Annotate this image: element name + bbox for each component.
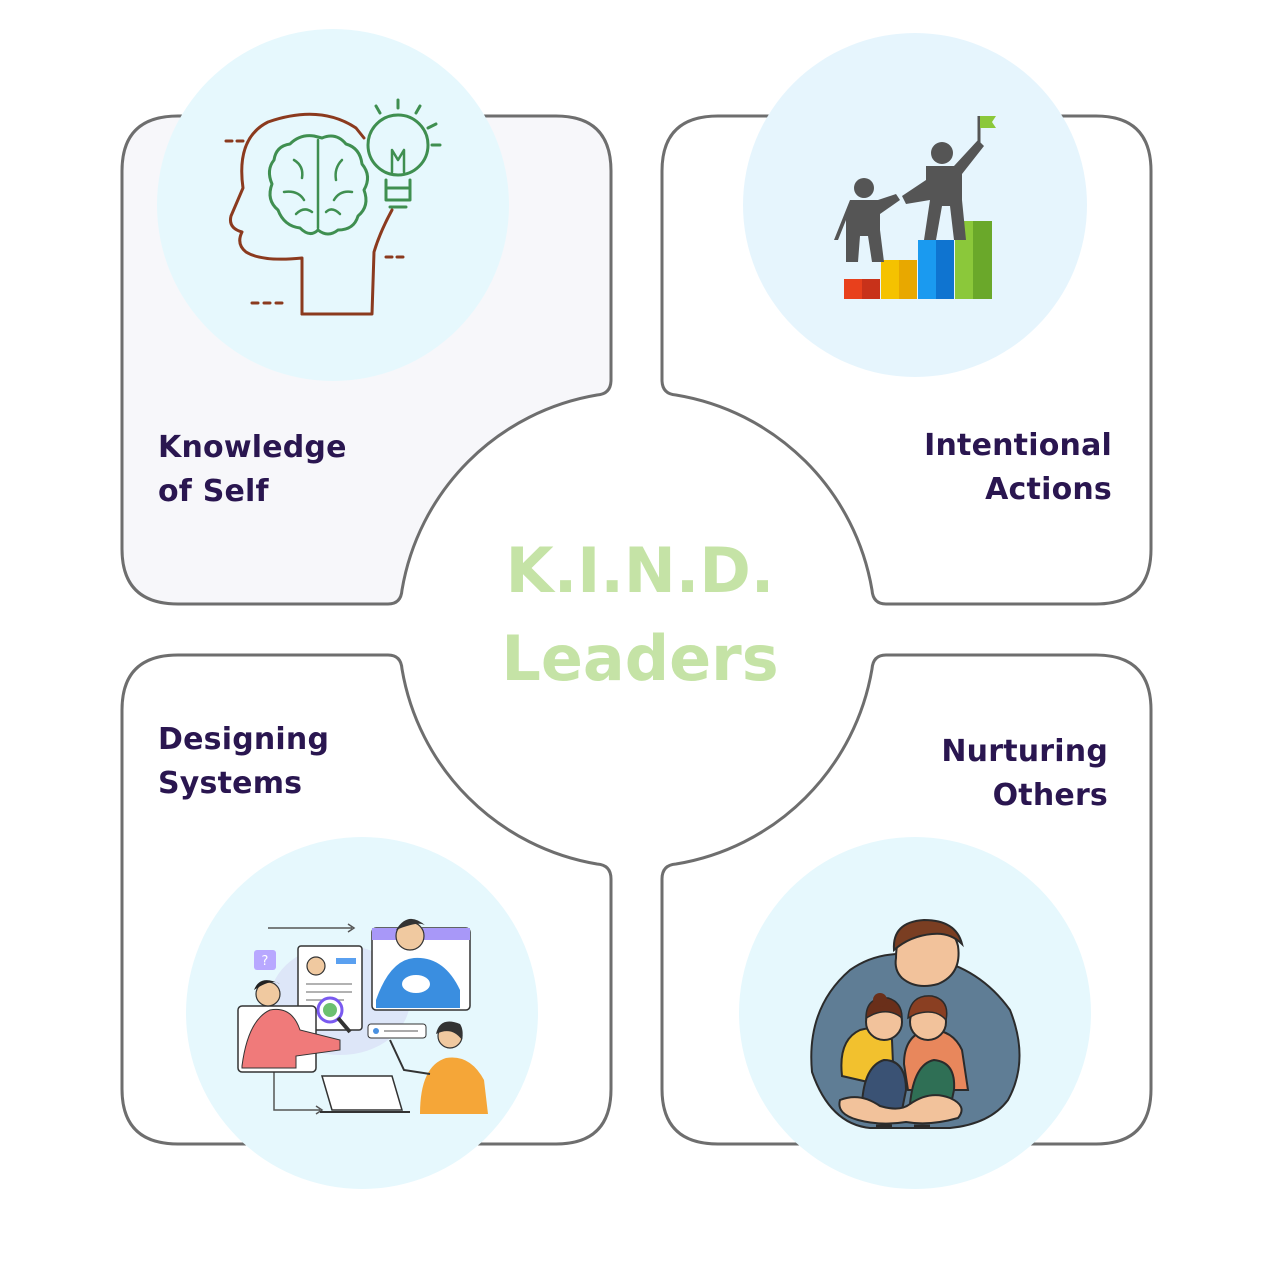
label-line-2: of Self <box>158 474 269 509</box>
label-line-1: Intentional <box>924 428 1112 463</box>
label-intentional-actions: Intentional Actions <box>924 424 1112 512</box>
title-line-1: K.I.N.D. <box>505 534 775 607</box>
label-line-1: Knowledge <box>158 430 347 465</box>
icon-circle-knowledge <box>157 29 509 381</box>
svg-text:?: ? <box>262 954 269 969</box>
head-brain-lightbulb-icon <box>224 98 442 316</box>
label-line-1: Designing <box>158 722 330 757</box>
title-line-2: Leaders <box>501 622 779 695</box>
icon-circle-intentional <box>743 33 1087 377</box>
parent-hugging-children-illustration <box>810 918 1021 1129</box>
label-line-1: Nurturing <box>941 734 1108 769</box>
label-knowledge-of-self: Knowledge of Self <box>158 426 347 514</box>
label-nurturing-others: Nurturing Others <box>941 730 1108 818</box>
label-line-2: Actions <box>985 472 1112 507</box>
people-climbing-bar-chart-flag-icon <box>834 116 996 299</box>
label-line-2: Systems <box>158 766 303 801</box>
label-designing-systems: Designing Systems <box>158 718 329 806</box>
team-collaboration-illustration: ? <box>237 918 488 1115</box>
label-line-2: Others <box>992 778 1108 813</box>
diagram-title: K.I.N.D. Leaders <box>430 527 850 703</box>
